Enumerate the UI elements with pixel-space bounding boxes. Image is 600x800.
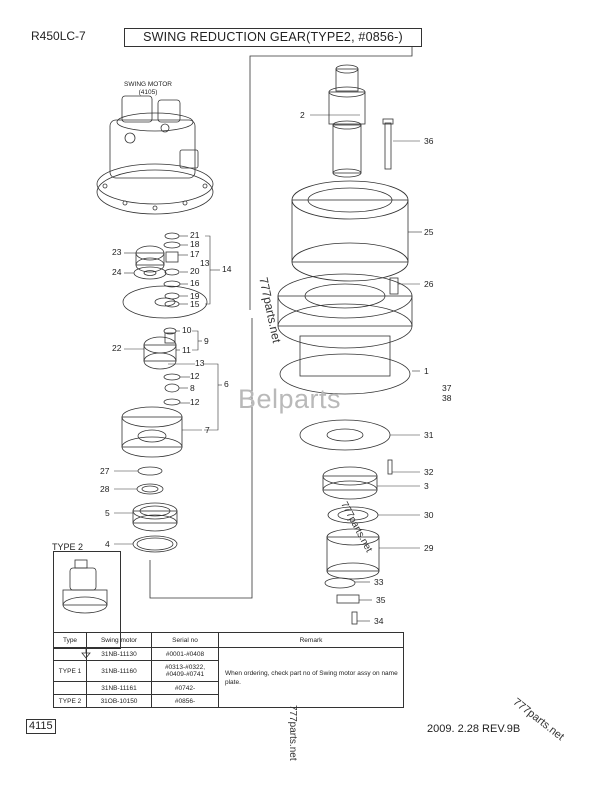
table-row: 31NB-11130 #0001-#0408 When ordering, ch…	[53, 647, 404, 708]
pinion-29	[326, 528, 380, 580]
cell-type	[53, 681, 87, 695]
cell-motor: 31NB-11161	[86, 681, 152, 695]
callout-35: 35	[376, 595, 386, 605]
table-row: TYPE 2 31OB-10150 #0856-	[53, 694, 404, 708]
leader-frame-top	[249, 46, 413, 310]
col-remark: Remark	[218, 632, 404, 648]
ring-gear-25	[291, 180, 409, 282]
part-5	[132, 502, 178, 532]
callout-37: 37	[442, 383, 452, 393]
swing-motor-caption: SWING MOTOR (4105)	[120, 81, 176, 97]
carrier	[121, 406, 183, 458]
callout-13: 13	[200, 258, 210, 268]
callout-34: 34	[374, 616, 384, 626]
callout-20: 20	[190, 266, 200, 276]
serial-reference-table: Type Swing motor Serial no Remark 31NB-1…	[53, 632, 404, 708]
callout-32: 32	[424, 467, 434, 477]
callout-24: 24	[112, 267, 122, 277]
cell-type	[53, 647, 87, 661]
model-code: R450LC-7	[31, 29, 86, 43]
callout-38: 38	[442, 393, 452, 403]
callout-30: 30	[424, 510, 434, 520]
cell-serial: #0001-#0408	[151, 647, 219, 661]
type2-label: TYPE 2	[52, 542, 84, 552]
part-28	[136, 483, 164, 495]
planet-set-2	[143, 327, 181, 406]
swing-motor-illustration	[96, 95, 214, 215]
callout-12b: 12	[190, 397, 200, 407]
type2-motor-illustration	[62, 559, 108, 614]
swing-motor-caption-line1: SWING MOTOR	[124, 81, 172, 88]
watermark-site-3: 777parts.net	[287, 705, 298, 761]
callout-3: 3	[424, 481, 429, 491]
cell-remark: When ordering, check part no of Swing mo…	[218, 647, 404, 708]
callout-25: 25	[424, 227, 434, 237]
callout-21: 21	[190, 230, 200, 240]
swing-motor-caption-line2: (4105)	[138, 89, 158, 96]
callout-33: 33	[374, 577, 384, 587]
cell-serial: #0742-	[151, 681, 219, 695]
part-27	[137, 466, 163, 476]
col-type: Type	[53, 632, 87, 648]
plate-33	[324, 577, 356, 589]
callout-9: 9	[204, 336, 209, 346]
callout-15: 15	[190, 299, 200, 309]
page-number: 4115	[26, 719, 56, 734]
cover-31	[299, 419, 391, 451]
callout-11: 11	[182, 345, 191, 355]
callout-10: 10	[182, 325, 192, 335]
cell-type: TYPE 2	[53, 694, 87, 708]
pinion-shaft	[328, 64, 366, 178]
revision-date: 2009. 2.28 REV.9B	[427, 723, 521, 735]
callout-7: 7	[205, 425, 210, 435]
callout-17: 17	[190, 249, 200, 259]
leader-frame-bottom	[149, 318, 253, 599]
callout-4: 4	[105, 539, 110, 549]
cell-serial: #0313-#0322, #0409-#0741	[151, 660, 219, 682]
callout-5: 5	[105, 508, 110, 518]
callout-8: 8	[190, 383, 195, 393]
callout-16: 16	[190, 278, 200, 288]
callout-1: 1	[424, 366, 429, 376]
callout-27: 27	[100, 466, 110, 476]
callout-23: 23	[112, 247, 122, 257]
watermark-main: Belparts	[238, 384, 342, 414]
callout-18: 18	[190, 239, 200, 249]
callout-36: 36	[424, 136, 434, 146]
callout-19: 19	[190, 291, 200, 301]
callout-26: 26	[424, 279, 434, 289]
cell-motor: 31NB-11130	[86, 647, 152, 661]
callout-13b: 13	[195, 358, 205, 368]
housing-1	[277, 273, 413, 395]
pin-26	[389, 277, 399, 295]
callout-31: 31	[424, 430, 434, 440]
diagram-title: SWING REDUCTION GEAR(TYPE2, #0856-)	[124, 28, 422, 47]
lock-35	[336, 594, 360, 604]
callout-6: 6	[224, 379, 229, 389]
col-serial-no: Serial no	[151, 632, 219, 648]
bearing-3	[322, 466, 378, 500]
bolt-34	[351, 611, 358, 625]
cell-type: TYPE 1	[53, 660, 87, 682]
table-header-row: Type Swing motor Serial no Remark	[53, 632, 404, 648]
callout-2: 2	[300, 110, 305, 120]
callout-22: 22	[112, 343, 122, 353]
cell-motor: 31OB-10150	[86, 694, 152, 708]
cell-serial: #0856-	[151, 694, 219, 708]
callout-28: 28	[100, 484, 110, 494]
callout-14: 14	[222, 264, 232, 274]
callout-29: 29	[424, 543, 434, 553]
col-swing-motor: Swing motor	[86, 632, 152, 648]
cell-motor: 31NB-11160	[86, 660, 152, 682]
bolt-32	[387, 459, 393, 475]
bolt-36	[382, 118, 394, 170]
callout-12: 12	[190, 371, 200, 381]
